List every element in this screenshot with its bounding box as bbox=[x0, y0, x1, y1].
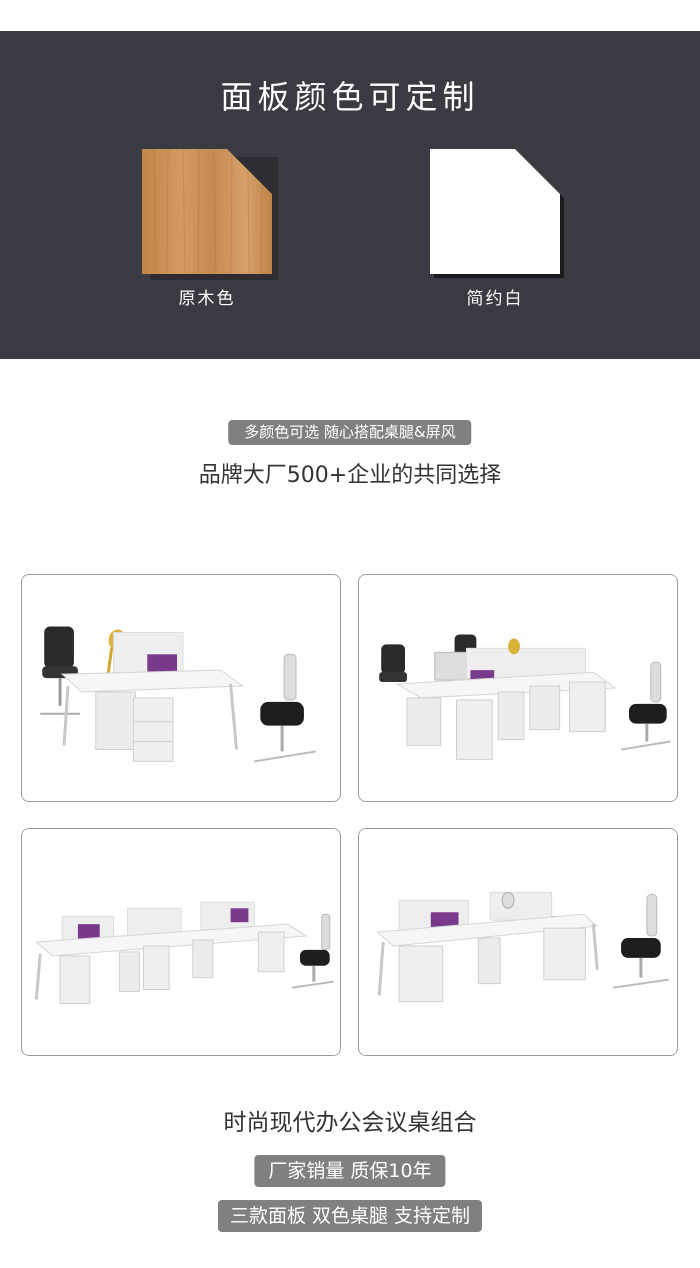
desk-lamp-icon bbox=[508, 638, 520, 655]
wood-swatch[interactable] bbox=[142, 149, 278, 280]
office-chair-right bbox=[254, 653, 316, 763]
customization-tag: 三款面板 双色桌腿 支持定制 bbox=[217, 1200, 483, 1232]
collection-headline: 时尚现代办公会议桌组合 bbox=[223, 1110, 477, 1136]
office-chair-left bbox=[40, 626, 80, 715]
office-chair-right bbox=[613, 893, 669, 989]
desk-photo bbox=[22, 829, 340, 1055]
options-tag: 多颜色可选 随心搭配桌腿&屏风 bbox=[228, 420, 472, 445]
office-chair-right bbox=[620, 661, 671, 751]
brand-headline: 品牌大厂500+企业的共同选择 bbox=[198, 463, 502, 488]
color-options-band bbox=[0, 31, 700, 359]
desk-photo bbox=[22, 575, 340, 801]
office-chair-right bbox=[291, 913, 334, 989]
headphones-icon bbox=[501, 891, 515, 909]
white-swatch-label: 简约白 bbox=[466, 289, 524, 309]
product-card-four-person-desk-side[interactable] bbox=[358, 828, 678, 1056]
product-card-six-person-desk[interactable] bbox=[21, 828, 341, 1056]
white-swatch[interactable] bbox=[430, 149, 564, 278]
desk-photo bbox=[359, 575, 677, 801]
product-card-four-person-desk[interactable] bbox=[358, 574, 678, 802]
office-chair-back-left bbox=[379, 644, 407, 683]
warranty-tag: 厂家销量 质保10年 bbox=[254, 1155, 446, 1187]
desk-photo bbox=[359, 829, 677, 1055]
product-card-two-person-desk[interactable] bbox=[21, 574, 341, 802]
wood-swatch-label: 原木色 bbox=[178, 289, 236, 309]
laptop-icon bbox=[230, 908, 249, 923]
laptop-icon bbox=[77, 924, 100, 941]
section-title: 面板颜色可定制 bbox=[220, 78, 480, 116]
